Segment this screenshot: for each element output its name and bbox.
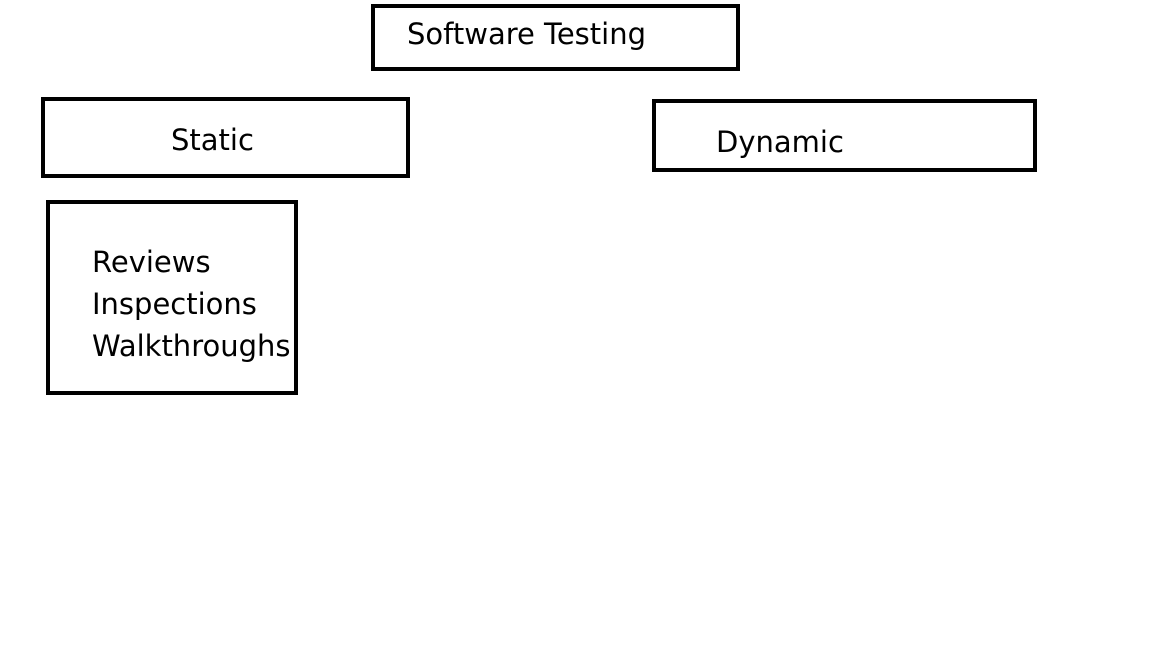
static-method-inspections: Inspections	[92, 287, 257, 321]
static-methods-list: Reviews Inspections Walkthroughs	[92, 241, 291, 367]
static-method-reviews: Reviews	[92, 245, 211, 279]
dynamic-label: Dynamic	[716, 125, 844, 159]
software-testing-label: Software Testing	[407, 17, 647, 51]
static-label: Static	[171, 123, 254, 157]
static-method-walkthroughs: Walkthroughs	[92, 329, 291, 363]
static-methods-node: Reviews Inspections Walkthroughs	[46, 200, 298, 395]
static-node: Static	[41, 97, 410, 178]
dynamic-node: Dynamic	[652, 99, 1037, 172]
software-testing-node: Software Testing	[371, 4, 740, 71]
